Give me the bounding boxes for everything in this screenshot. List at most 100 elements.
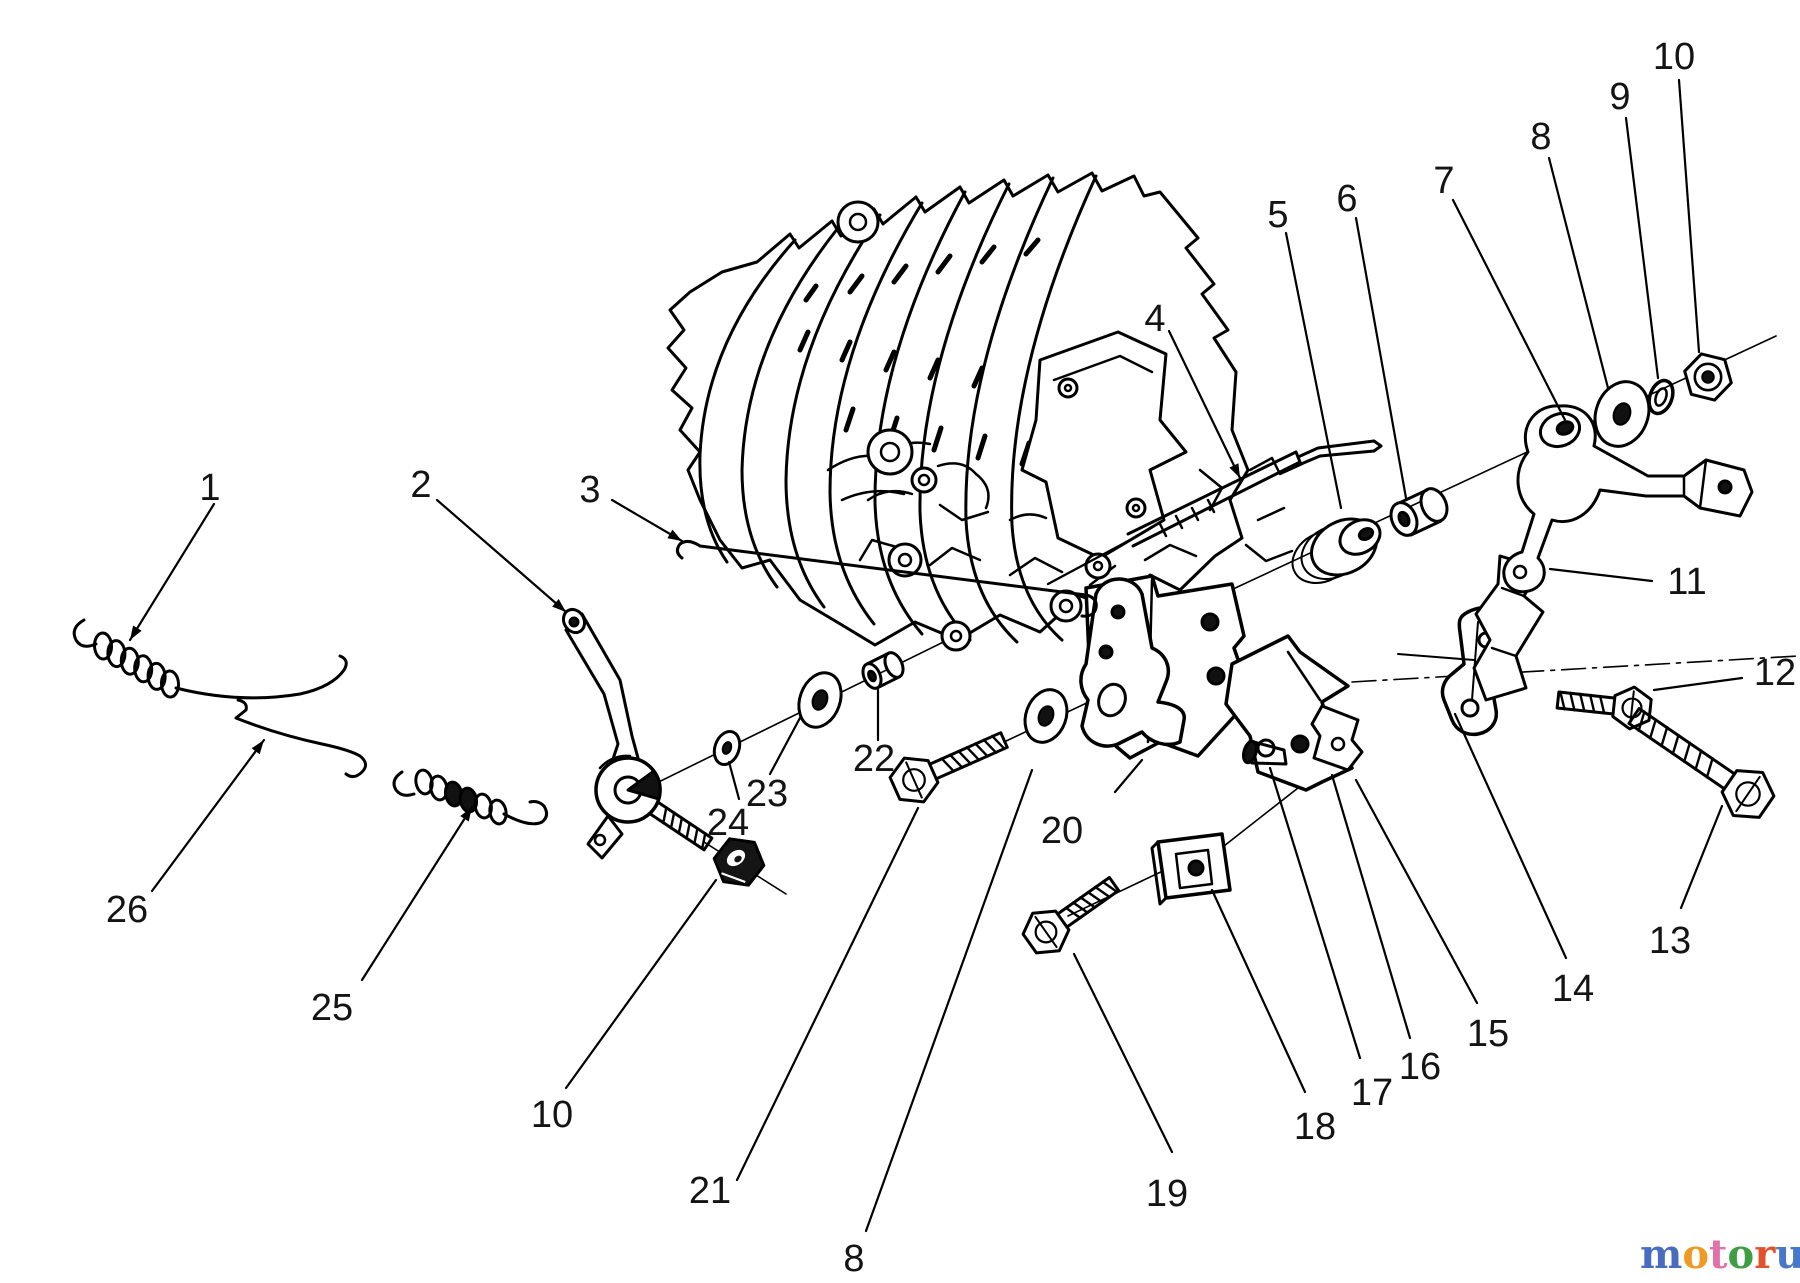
callout-leader-16	[1330, 773, 1412, 1040]
callout-label-6: 6	[1336, 178, 1357, 220]
spring-25	[392, 768, 549, 826]
hex-nut-10-lower	[712, 837, 766, 887]
callout-leader-13	[1679, 804, 1724, 910]
callout-label-5: 5	[1267, 194, 1288, 236]
callout-leader-1	[128, 502, 216, 642]
callout-label-14: 14	[1552, 968, 1594, 1010]
callout-25-24: 25	[311, 805, 474, 1029]
callout-label-2: 2	[410, 464, 431, 506]
axis-line-1	[1187, 335, 1777, 611]
callout-label-15: 15	[1467, 1013, 1509, 1055]
throttle-rod-3	[675, 539, 1098, 618]
spring-1	[72, 618, 348, 700]
callout-leader-17	[1268, 766, 1362, 1060]
callout-2-1: 2	[410, 464, 568, 614]
washer-8-lower	[1023, 688, 1069, 744]
pin-17	[1241, 739, 1288, 766]
callout-23-22: 23	[746, 714, 803, 815]
callout-24-23: 24	[707, 760, 749, 844]
callout-leader-18	[1210, 888, 1307, 1094]
callout-leader-9	[1624, 116, 1660, 380]
callout-leader-6	[1354, 216, 1408, 500]
wave-washer-9	[1647, 378, 1675, 416]
callout-leader-8	[864, 768, 1034, 1233]
callout-leader-11	[1548, 567, 1654, 583]
callout-21-20: 21	[689, 806, 920, 1212]
bolt-21	[888, 731, 1009, 804]
callout-label-16: 16	[1399, 1046, 1441, 1088]
callout-label-13: 13	[1649, 920, 1691, 962]
spring-cup-5	[1291, 517, 1382, 584]
callout-label-4: 4	[1144, 298, 1165, 340]
callout-7-6: 7	[1433, 160, 1567, 422]
callout-leader-8	[1547, 156, 1610, 390]
callout-10-27: 10	[531, 878, 718, 1136]
bushing-6	[1389, 487, 1449, 537]
governor-arm-7	[1502, 404, 1754, 594]
bolt-12	[1555, 685, 1653, 731]
callout-leader-26	[150, 738, 266, 893]
callout-leader-19	[1072, 952, 1174, 1154]
callout-label-26: 26	[106, 889, 148, 931]
callout-leader-15	[1354, 778, 1479, 1005]
callout-16-15: 16	[1330, 773, 1441, 1088]
callout-20-19: 20	[1041, 758, 1144, 852]
callout-label-18: 18	[1294, 1106, 1336, 1148]
callout-leader-12	[1652, 676, 1744, 692]
callout-label-22: 22	[853, 738, 895, 780]
callout-label-1: 1	[199, 467, 220, 509]
callout-13-12: 13	[1649, 804, 1724, 962]
callout-10-9: 10	[1653, 36, 1701, 354]
callout-9-8: 9	[1609, 76, 1660, 380]
trunnion-18	[1150, 832, 1232, 906]
callout-17-16: 17	[1268, 766, 1393, 1114]
bolt-19	[1021, 875, 1121, 955]
callout-19-18: 19	[1072, 952, 1188, 1215]
callout-label-24: 24	[707, 802, 749, 844]
washer-24	[712, 730, 742, 766]
engine-block	[666, 171, 1304, 652]
callout-5-4: 5	[1267, 194, 1343, 510]
callout-12-11: 12	[1652, 652, 1796, 694]
callout-14-13: 14	[1453, 712, 1594, 1010]
governor-lever-2	[561, 607, 714, 860]
callout-leader-4	[1167, 329, 1242, 480]
callout-leader-25	[360, 805, 474, 982]
callout-label-8: 8	[1530, 116, 1551, 158]
callout-label-23: 23	[746, 773, 788, 815]
callout-11-10: 11	[1548, 561, 1707, 603]
callout-label-10: 10	[1653, 36, 1695, 78]
pivot-arm-20	[1079, 577, 1186, 748]
axis-line-6	[1351, 655, 1799, 683]
callout-1-0: 1	[128, 467, 221, 642]
callout-26-25: 26	[106, 738, 266, 931]
callout-leader-23	[768, 714, 803, 776]
watermark-motoruf: motoruf'.de	[1640, 1231, 1800, 1278]
callout-leader-24	[727, 760, 741, 801]
callout-label-19: 19	[1146, 1173, 1188, 1215]
governor-rod-4	[1046, 439, 1383, 586]
callout-22-21: 22	[853, 688, 895, 780]
callout-label-8: 8	[843, 1238, 864, 1280]
callout-leader-7	[1451, 198, 1567, 422]
callout-leader-10	[564, 878, 718, 1090]
washer-23	[797, 671, 843, 729]
callout-leader-5	[1284, 231, 1343, 510]
callout-label-21: 21	[689, 1170, 731, 1212]
callout-label-10: 10	[531, 1094, 573, 1136]
callout-3-2: 3	[579, 469, 684, 543]
callout-leader-2	[435, 498, 568, 614]
callout-label-11: 11	[1667, 561, 1706, 603]
callout-label-17: 17	[1351, 1072, 1393, 1114]
callout-15-14: 15	[1354, 778, 1509, 1055]
callout-label-12: 12	[1754, 652, 1796, 694]
wire-rod-26	[234, 698, 367, 779]
hex-nut-10-upper	[1683, 352, 1733, 402]
callout-leader-20	[1113, 758, 1144, 794]
callout-8-26: 8	[843, 768, 1034, 1280]
axis-line-5	[1223, 787, 1299, 847]
bushing-22	[861, 651, 905, 690]
watermark-text: motoruf'.de	[1640, 1231, 1800, 1278]
